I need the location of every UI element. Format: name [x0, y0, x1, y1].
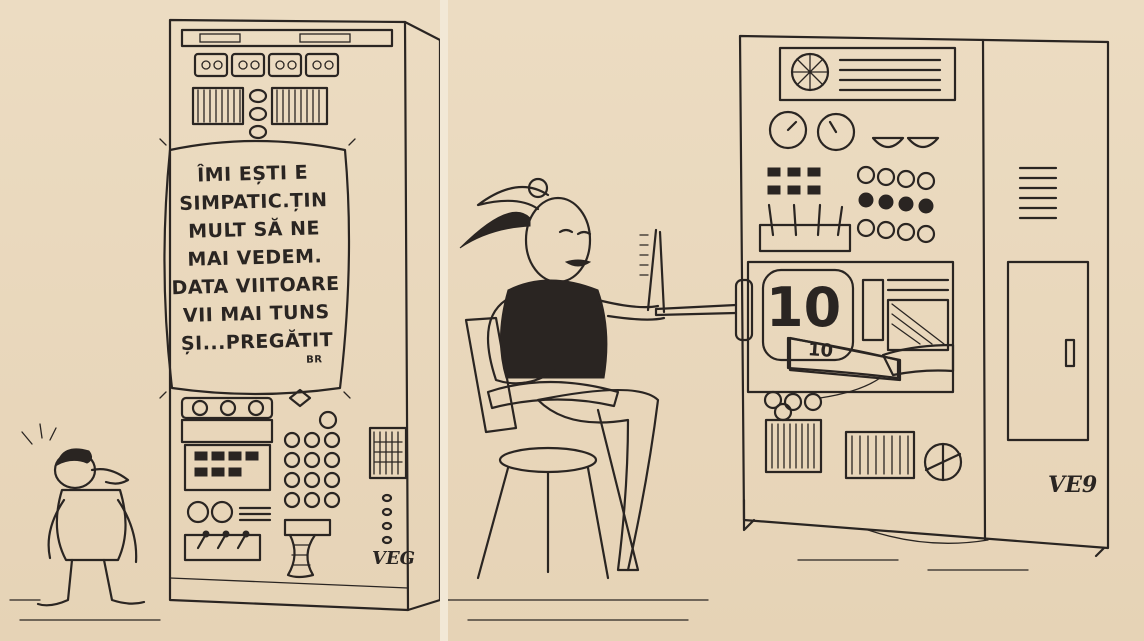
screen-line: MULT SĂ NE	[187, 217, 321, 243]
artist-signature: VE9	[1048, 472, 1098, 498]
screen-line: ȘI...PREGĂTIT	[180, 328, 334, 355]
left-cartoon-drawing	[9, 18, 440, 621]
right-cartoon-drawing	[448, 34, 1110, 621]
screen-line: DATA VIITOARE	[171, 272, 340, 300]
screen-line: ÎMI EȘTI E	[196, 161, 309, 187]
artist-signature: VEG	[372, 548, 416, 569]
right-cartoon-panel: 10 10 VE9	[448, 0, 1144, 641]
computer-cabinet	[159, 18, 440, 612]
message-screen	[163, 139, 351, 396]
screen-line: MAI VEDEM.	[187, 245, 323, 271]
screen-line: SIMPATIC.ȚIN	[179, 189, 328, 215]
bill-number: 10	[807, 339, 834, 362]
vending-computer	[639, 34, 1110, 571]
small-man-figure	[9, 423, 161, 621]
panel-divider	[440, 0, 448, 641]
knob-grid	[283, 431, 341, 509]
woman-on-chair	[448, 177, 709, 621]
left-cartoon-panel: ÎMI EȘTI E SIMPATIC.ȚIN MULT SĂ NE MAI V…	[0, 0, 440, 641]
reel-row	[193, 52, 340, 78]
screen-line: VII MAI TUNS	[182, 301, 330, 327]
number-display	[761, 268, 855, 362]
display-number: 10	[766, 276, 842, 339]
screen-message: ÎMI EȘTI E SIMPATIC.ȚIN MULT SĂ NE MAI V…	[167, 158, 342, 370]
